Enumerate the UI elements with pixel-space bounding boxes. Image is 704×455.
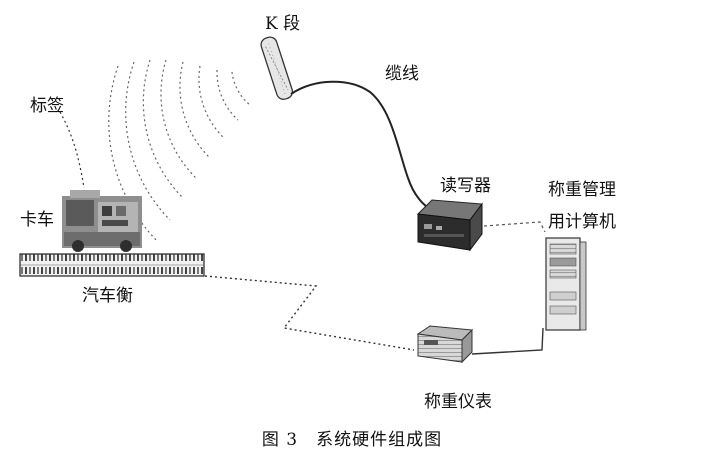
wave-arc xyxy=(179,61,211,159)
computer-label-line2: 用计算机 xyxy=(548,212,616,232)
wave-arc xyxy=(198,65,225,139)
wave-arc xyxy=(108,65,159,243)
truck xyxy=(62,190,142,252)
tag-leader-line xyxy=(59,111,85,189)
k-segment-label: K 段 xyxy=(265,14,301,34)
weighing-instrument-label: 称重仪表 xyxy=(424,392,492,412)
reader-label: 读写器 xyxy=(440,176,491,196)
computer-label-line1: 称重管理 xyxy=(548,180,616,200)
reader-computer-link xyxy=(483,221,546,233)
wave-arc xyxy=(125,61,171,221)
truck-label: 卡车 xyxy=(20,210,54,230)
wave-arc xyxy=(142,59,184,199)
truck-scale-label: 汽车衡 xyxy=(82,286,133,306)
figure-title: 系统硬件组成图 xyxy=(316,430,443,450)
cable-label: 缆线 xyxy=(385,64,419,84)
radio-wave-arcs xyxy=(108,59,251,243)
scale-instrument-link xyxy=(204,275,415,351)
wave-arc xyxy=(160,59,197,179)
cable-line xyxy=(290,80,433,211)
wave-arc xyxy=(231,71,251,106)
k-segment-antenna xyxy=(260,36,294,100)
instrument-computer-link xyxy=(471,327,544,355)
figure-caption: 图 3 系统硬件组成图 xyxy=(0,425,704,450)
figure-number: 图 3 xyxy=(261,430,299,450)
weighing-computer-tower xyxy=(545,237,587,331)
wave-arc xyxy=(216,69,239,121)
reader-device xyxy=(416,199,483,252)
truck-scale-platform xyxy=(19,253,205,277)
tag-label: 标签 xyxy=(30,96,64,116)
weighing-instrument-device xyxy=(416,325,474,364)
